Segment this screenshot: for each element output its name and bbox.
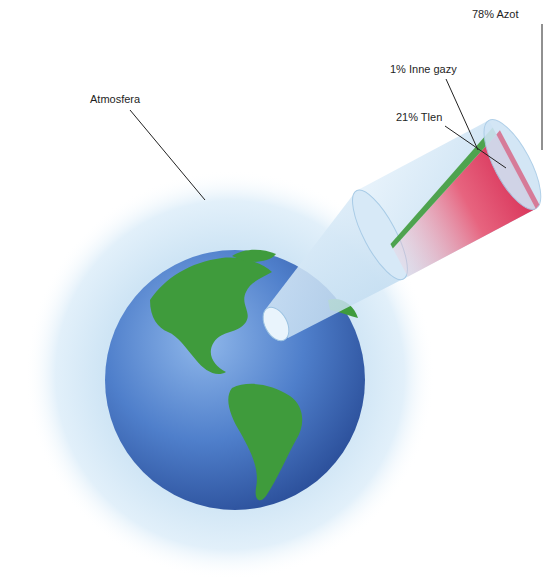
south-america — [228, 384, 302, 500]
label-text: 21% Tlen — [396, 111, 442, 124]
greenland — [232, 250, 276, 262]
label-text: 78% Azot — [472, 8, 518, 21]
leader-line — [445, 126, 506, 168]
leader-line — [130, 110, 205, 200]
cone-tip — [258, 303, 294, 345]
air-sample-cylinder — [342, 112, 551, 287]
leader-line — [446, 79, 478, 150]
label-text: 1% Inne gazy — [390, 63, 457, 76]
label-text: Atmosfera — [90, 93, 140, 106]
north-america — [150, 258, 272, 374]
leader-line — [542, 24, 543, 150]
atmosphere-glow — [25, 170, 435, 579]
